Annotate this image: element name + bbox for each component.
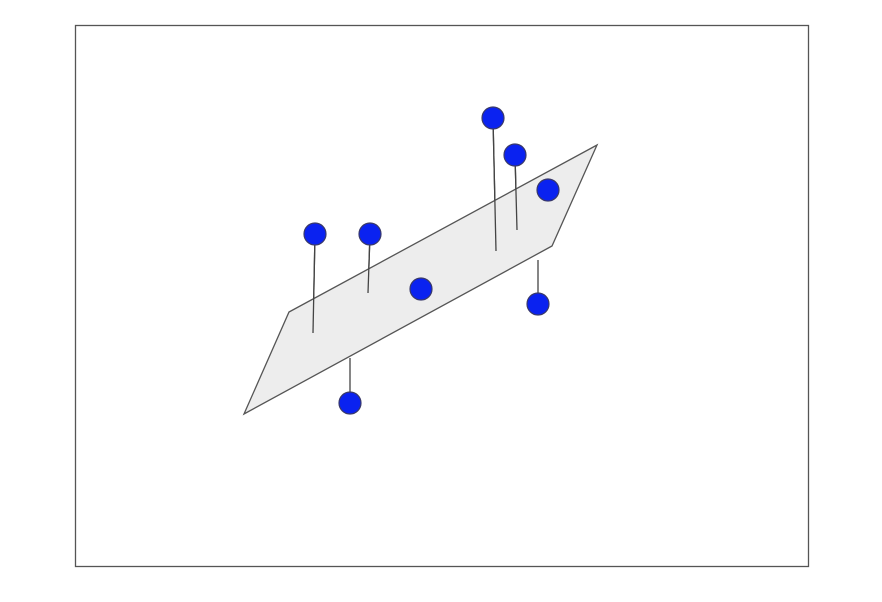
- residual-line: [492, 117, 497, 252]
- data-points: [303, 106, 560, 415]
- data-point: [503, 143, 527, 167]
- data-point: [303, 222, 327, 246]
- residual-line: [514, 154, 518, 231]
- data-point: [481, 106, 505, 130]
- data-point: [358, 222, 382, 246]
- data-point: [536, 178, 560, 202]
- residual-line: [312, 233, 316, 334]
- data-point: [409, 277, 433, 301]
- data-point: [526, 292, 550, 316]
- data-point: [338, 391, 362, 415]
